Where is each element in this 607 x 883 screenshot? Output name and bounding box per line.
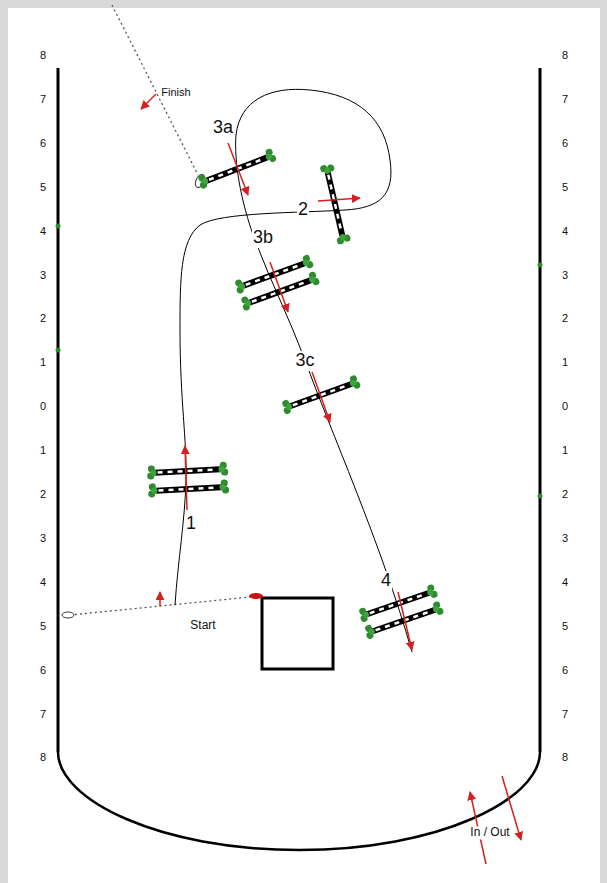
judge-box [262, 598, 333, 669]
course-track [175, 89, 412, 652]
arena-wall [57, 68, 60, 752]
scale-number: 4 [561, 225, 569, 237]
scale-number: 0 [39, 400, 47, 412]
scale-number: 5 [39, 620, 47, 632]
scale-number: 5 [561, 620, 569, 632]
scale-number: 6 [39, 664, 47, 676]
arena-wall [539, 68, 542, 752]
scale-number: 8 [561, 751, 569, 763]
scale-number: 3 [39, 268, 47, 280]
gate-label: In / Out [469, 826, 510, 839]
vertical-jump [197, 147, 278, 189]
jump-number: 2 [297, 200, 309, 220]
wall-plant [56, 224, 543, 499]
scale-number: 1 [561, 356, 569, 368]
scale-number: 2 [39, 312, 47, 324]
jump-number: 3b [252, 228, 274, 248]
oxer-jump [357, 583, 444, 640]
scale-number: 8 [39, 751, 47, 763]
scale-number: 2 [561, 488, 569, 500]
jump-number: 3a [212, 118, 234, 138]
scale-number: 4 [39, 225, 47, 237]
scale-number: 7 [39, 707, 47, 719]
scale-number: 8 [39, 49, 47, 61]
scale-number: 8 [561, 49, 569, 61]
scale-number: 4 [39, 576, 47, 588]
jump-number: 1 [185, 514, 197, 534]
scale-number: 4 [561, 576, 569, 588]
scale-number: 7 [561, 93, 569, 105]
scale-number: 3 [561, 532, 569, 544]
finish-label: Finish [160, 86, 191, 98]
scale-number: 5 [561, 181, 569, 193]
scale-number: 6 [561, 137, 569, 149]
start-marker [62, 612, 74, 618]
scale-number: 0 [561, 400, 569, 412]
scale-number: 3 [39, 532, 47, 544]
scale-number: 2 [561, 312, 569, 324]
scale-number: 1 [39, 356, 47, 368]
start-label: Start [189, 619, 216, 632]
direction-arrow [141, 94, 521, 864]
arena-ground [8, 8, 600, 883]
arena-wall [58, 752, 540, 850]
scale-number: 1 [561, 444, 569, 456]
scale-number: 7 [561, 707, 569, 719]
start-marker [249, 593, 263, 599]
scale-number: 7 [39, 93, 47, 105]
oxer-jump [233, 254, 320, 312]
scale-number: 6 [561, 664, 569, 676]
vertical-jump [320, 163, 352, 245]
scale-number: 3 [561, 268, 569, 280]
oxer-jump [147, 461, 230, 497]
jump-number: 3c [294, 351, 315, 371]
scale-number: 1 [39, 444, 47, 456]
finish-line [112, 5, 198, 175]
scale-number: 5 [39, 181, 47, 193]
scale-number: 6 [39, 137, 47, 149]
scale-number: 2 [39, 488, 47, 500]
jump-number: 4 [380, 571, 392, 591]
